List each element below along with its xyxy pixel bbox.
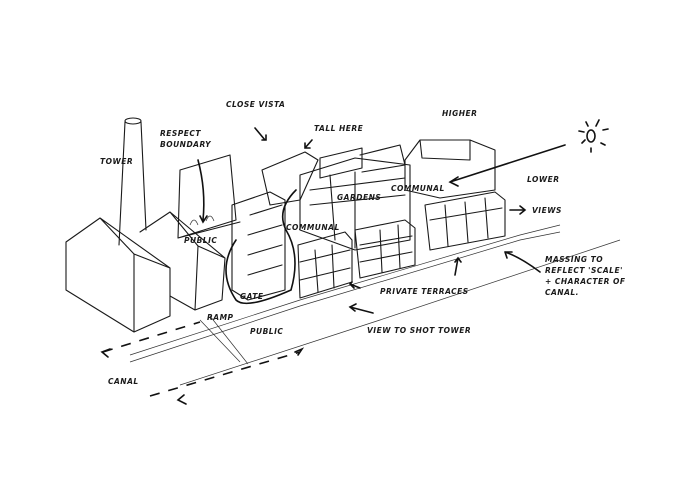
canal-banks xyxy=(129,224,621,386)
arrows-private-terraces xyxy=(348,256,462,289)
label-public-upper: PUBLIC xyxy=(184,236,218,245)
arrow-close-vista xyxy=(254,127,267,141)
label-gate: GATE xyxy=(240,292,264,301)
label-lower: LOWER xyxy=(527,175,560,184)
arrow-view-to-shot-tower xyxy=(348,303,374,314)
label-public-lower: PUBLIC xyxy=(250,327,284,336)
warehouse-sheds xyxy=(65,211,226,333)
communal-route xyxy=(225,189,297,305)
arrow-tall-here xyxy=(304,139,313,149)
label-views: VIEWS xyxy=(532,206,562,215)
boundary-wall xyxy=(177,154,241,239)
label-gardens: GARDENS xyxy=(337,193,382,202)
label-massing-note: MASSING TO REFLECT 'SCALE' + CHARACTER O… xyxy=(545,255,626,297)
chimney-tower xyxy=(118,117,147,246)
label-tall-here: TALL HERE xyxy=(314,124,364,133)
label-close-vista: CLOSE VISTA xyxy=(226,100,286,109)
arrow-from-sun xyxy=(448,144,566,187)
label-respect-boundary: RESPECT BOUNDARY xyxy=(160,129,212,149)
arrow-left-upper xyxy=(100,348,111,358)
building-blocks xyxy=(231,139,506,301)
label-communal-upper: COMMUNAL xyxy=(391,184,445,193)
label-communal-lower: COMMUNAL xyxy=(286,223,340,232)
label-tower: TOWER xyxy=(100,157,134,166)
label-view-to-shot-tower: VIEW TO SHOT TOWER xyxy=(367,326,472,335)
arrow-massing xyxy=(504,251,541,273)
label-ramp: RAMP xyxy=(207,313,234,322)
arrow-respect-boundary xyxy=(197,159,208,224)
arrow-right-lower xyxy=(294,347,305,356)
label-canal: CANAL xyxy=(108,377,139,386)
route-dashed-upper xyxy=(102,321,201,353)
arrow-views xyxy=(509,205,527,215)
sun-icon xyxy=(578,119,609,153)
label-private-terraces: PRIVATE TERRACES xyxy=(380,287,469,296)
route-dashed-lower xyxy=(149,351,301,397)
label-higher: HIGHER xyxy=(442,109,478,118)
arrow-left-lower xyxy=(176,394,187,405)
